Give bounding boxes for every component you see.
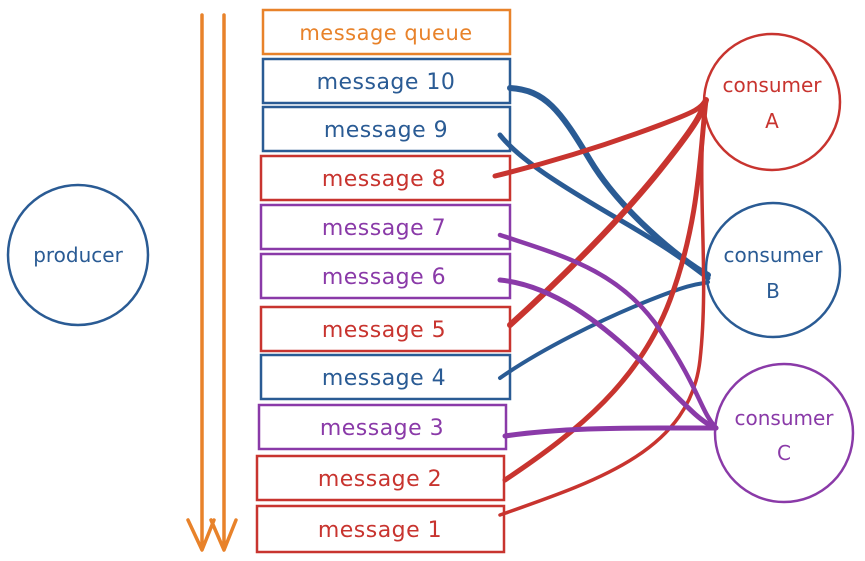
consumer-c-label-line2: C: [777, 441, 791, 465]
consumer-b-label-line2: B: [766, 279, 780, 303]
producer-circle: [6, 183, 150, 327]
queue-header: message queue: [261, 8, 512, 56]
message-label: message 10: [317, 70, 456, 95]
consumer-b-label-line1: consumer: [723, 243, 823, 267]
consumer-a-label-line2: A: [765, 109, 779, 133]
message-label: message 3: [320, 416, 444, 441]
message-box-outline: [259, 203, 512, 251]
connection-message-4-to-B: [498, 280, 710, 380]
connection-message-8-to-A: [492, 97, 709, 179]
message-box-8: message 8: [259, 154, 512, 202]
message-box-6: message 6: [259, 252, 512, 300]
consumer-a-node: consumer A: [702, 32, 842, 172]
down-arrow-right: [209, 13, 238, 552]
connection-message-5-to-A: [507, 97, 709, 328]
connection-message-7-to-C: [497, 232, 719, 431]
message-label: message 8: [322, 167, 446, 192]
message-label: message 1: [318, 518, 442, 543]
message-box-10: message 10: [261, 57, 512, 105]
consumer-a-label-line1: consumer: [722, 73, 822, 97]
message-box-outline: [259, 154, 512, 202]
consumer-c-label-line1: consumer: [734, 406, 834, 430]
consumer-b-circle: [704, 201, 842, 339]
message-box-outline: [261, 105, 512, 153]
message-list: message 10 message 9 message 8 message 7…: [255, 57, 512, 554]
message-box-5: message 5: [259, 305, 512, 353]
message-box-9: message 9: [261, 105, 512, 153]
consumer-a-circle: [702, 32, 842, 172]
message-label: message 6: [322, 265, 446, 290]
message-box-outline: [255, 504, 506, 554]
message-label: message 2: [318, 467, 442, 492]
producer-node: producer: [6, 183, 150, 327]
message-label: message 4: [322, 366, 446, 391]
message-box-7: message 7: [259, 203, 512, 251]
message-label: message 9: [324, 118, 448, 143]
message-box-outline: [259, 353, 512, 401]
consumer-c-node: consumer C: [713, 362, 855, 504]
connections: [492, 85, 719, 517]
message-box-outline: [259, 252, 512, 300]
message-box-4: message 4: [259, 353, 512, 401]
message-box-outline: [259, 305, 512, 353]
queue-title: message queue: [299, 21, 472, 45]
message-box-1: message 1: [255, 504, 506, 554]
producer-label: producer: [33, 243, 123, 267]
message-box-outline: [261, 57, 512, 105]
connection-message-1-to-A: [498, 98, 708, 517]
queue-title-box: [261, 8, 512, 56]
consumer-b-node: consumer B: [704, 201, 842, 339]
direction-arrows: [186, 13, 238, 552]
connection-message-6-to-C: [497, 277, 719, 431]
message-box-outline: [257, 403, 508, 451]
message-label: message 7: [322, 216, 446, 241]
connection-message-9-to-B: [497, 132, 711, 281]
connection-message-3-to-C: [502, 425, 719, 439]
down-arrow-left: [186, 13, 216, 552]
message-label: message 5: [322, 318, 446, 343]
message-box-3: message 3: [257, 403, 508, 451]
message-box-2: message 2: [255, 454, 506, 502]
consumer-c-circle: [713, 362, 855, 504]
